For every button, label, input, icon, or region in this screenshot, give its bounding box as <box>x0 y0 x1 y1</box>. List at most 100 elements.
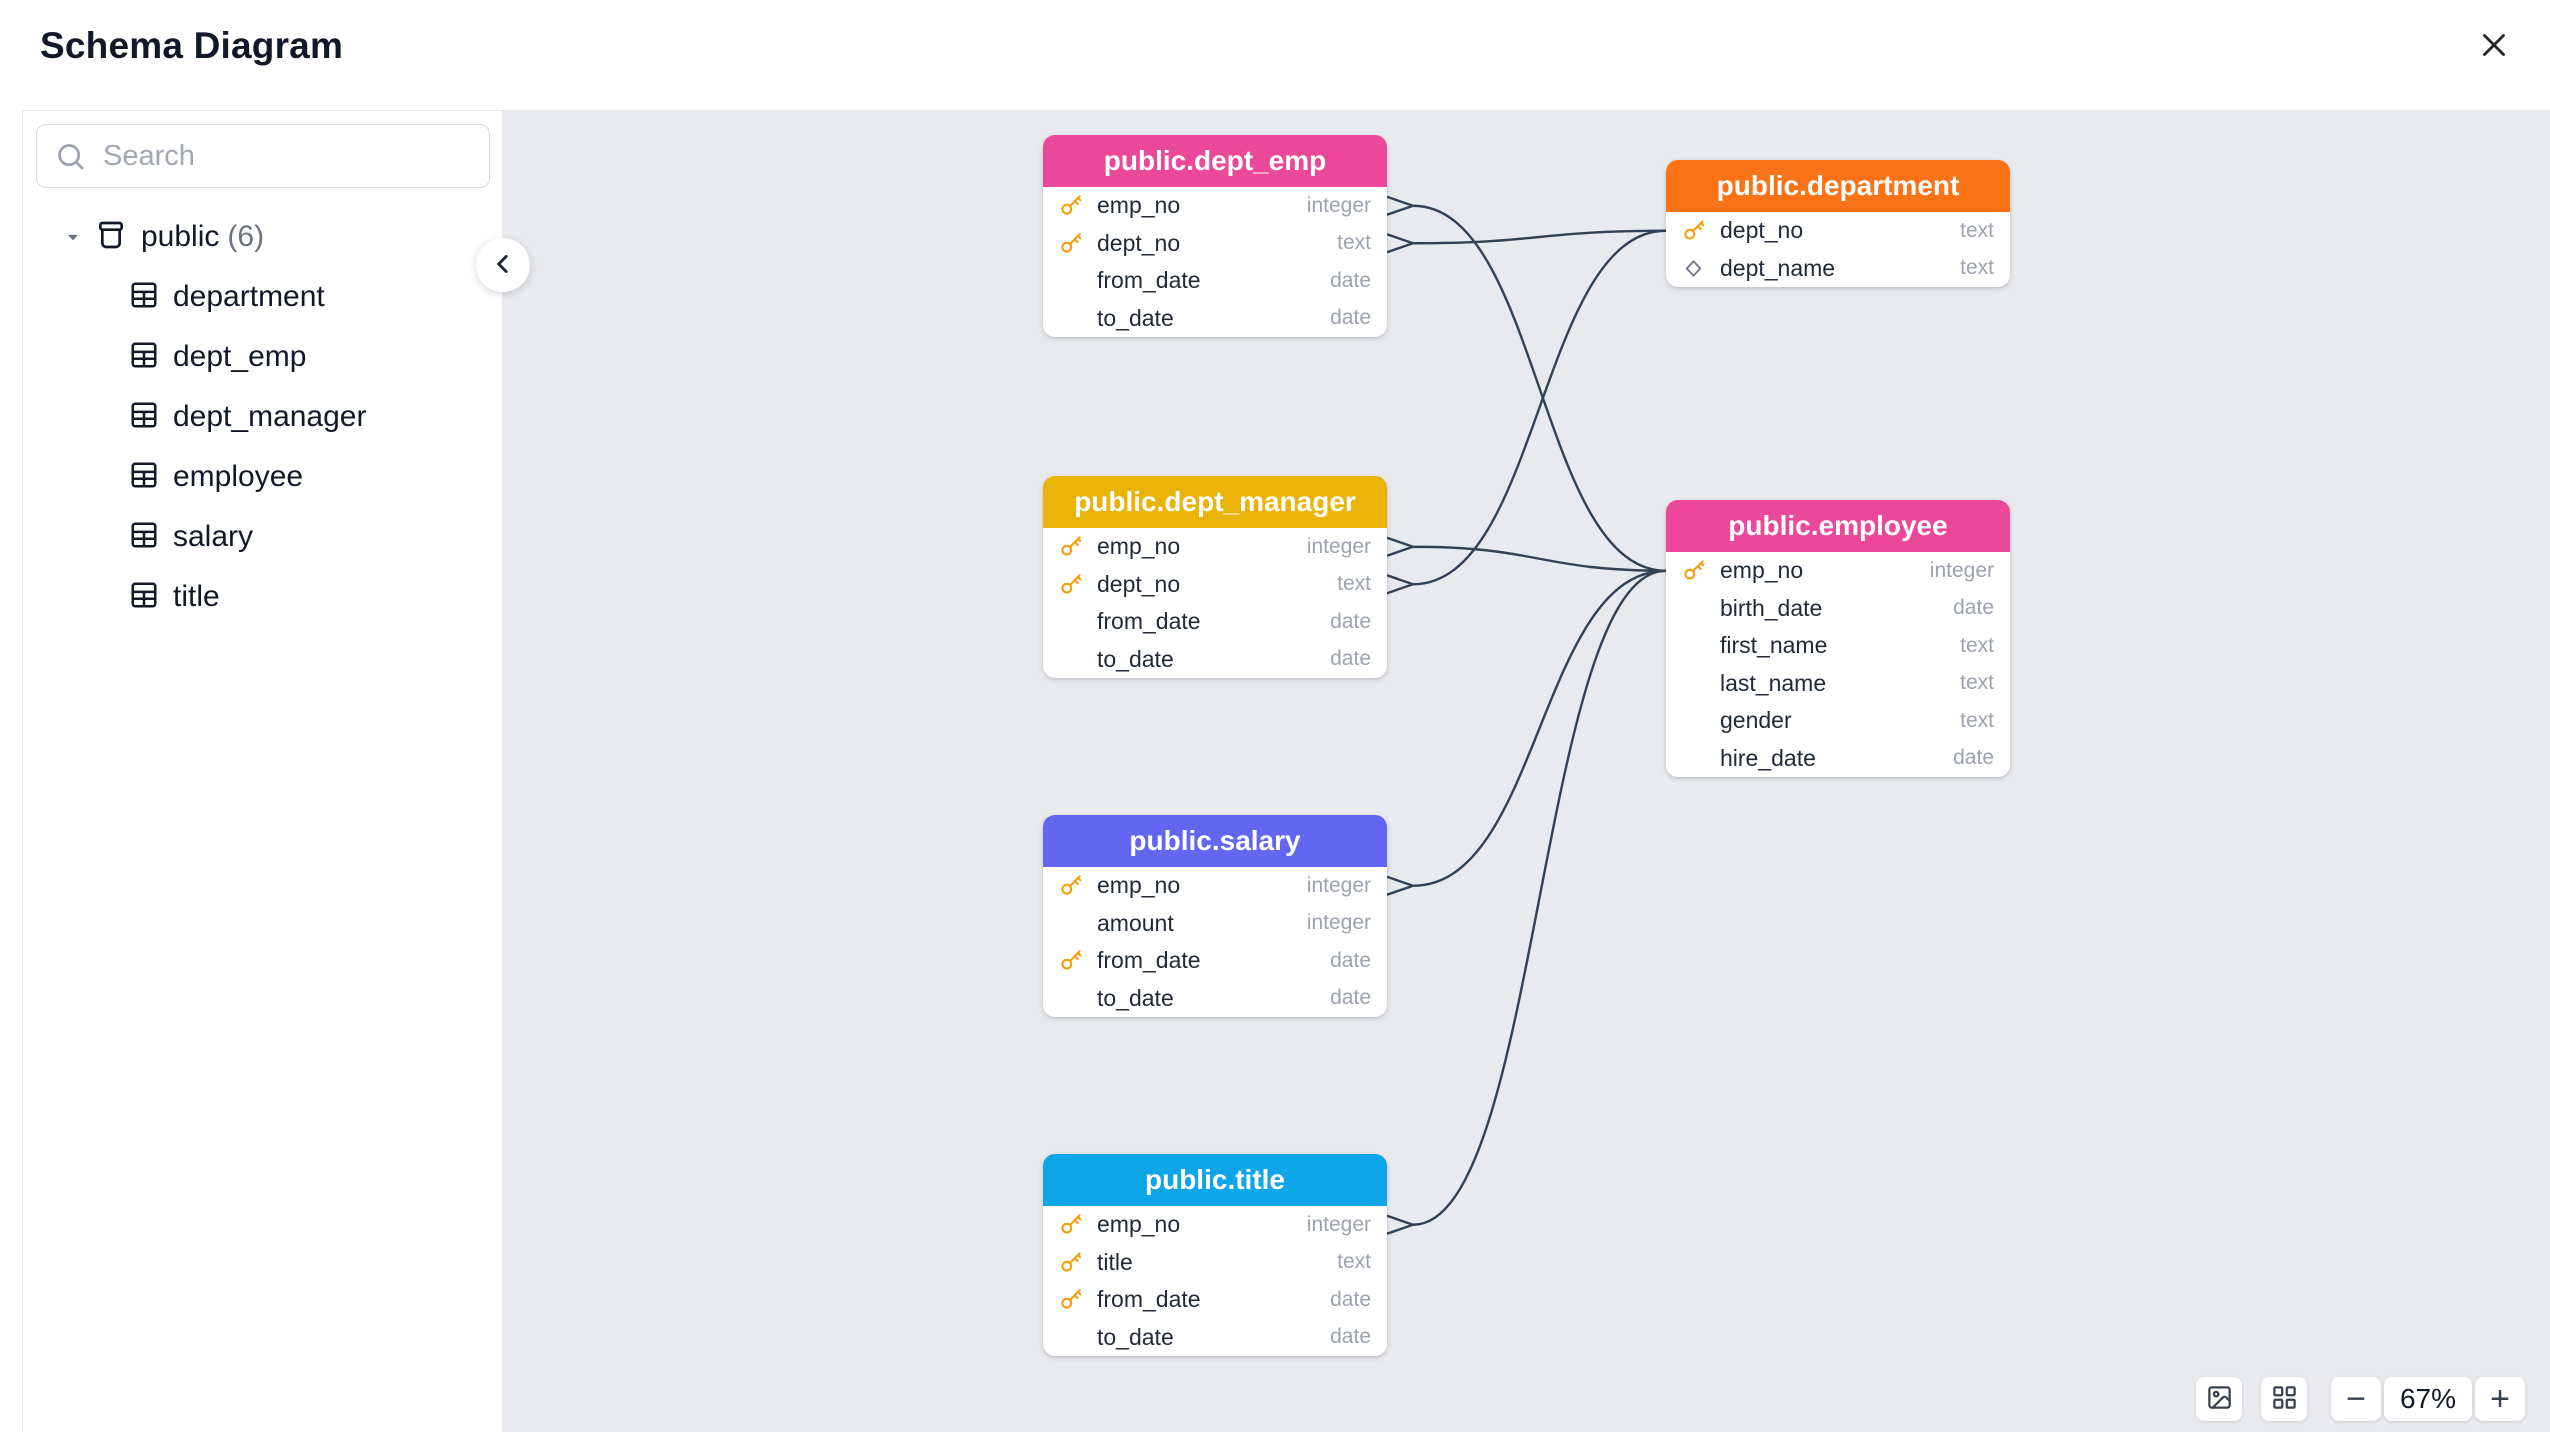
field-name: emp_no <box>1720 557 1804 584</box>
field-icon-empty <box>1059 646 1089 672</box>
field-type: date <box>1953 596 1994 620</box>
field-icon-empty <box>1682 708 1712 734</box>
field-type: integer <box>1306 1212 1371 1236</box>
field-icon-empty <box>1682 745 1712 771</box>
table-icon <box>129 340 159 375</box>
schema-icon <box>95 219 127 256</box>
key-icon <box>1059 571 1089 597</box>
search-icon <box>54 140 87 178</box>
sidebar-item-label: dept_emp <box>173 340 307 373</box>
field-type: date <box>1330 609 1371 633</box>
field-row-dept_manager-to_date[interactable]: to_date date <box>1043 641 1387 679</box>
minus-icon: − <box>2346 1380 2366 1418</box>
field-type: integer <box>1306 193 1371 217</box>
export-image-button[interactable] <box>2196 1377 2242 1421</box>
table-icon <box>129 580 159 615</box>
field-name: emp_no <box>1097 1211 1181 1238</box>
close-button[interactable] <box>2466 18 2522 74</box>
field-type: date <box>1330 306 1371 330</box>
field-type: date <box>1953 746 1994 770</box>
sidebar-item-employee[interactable]: employee <box>23 447 502 507</box>
sidebar-item-label: employee <box>173 460 304 493</box>
field-row-title-emp_no[interactable]: emp_no integer <box>1043 1206 1387 1244</box>
table-node-title[interactable]: public.dept_manager <box>1043 476 1387 528</box>
plus-icon: + <box>2490 1380 2510 1418</box>
key-icon <box>1059 1212 1089 1238</box>
field-type: date <box>1330 647 1371 671</box>
field-icon-empty <box>1682 670 1712 696</box>
field-row-dept_emp-emp_no[interactable]: emp_no integer <box>1043 187 1387 225</box>
table-node-title[interactable]: public.department <box>1666 160 2010 212</box>
table-node-title[interactable]: public.dept_emp <box>1043 135 1387 187</box>
image-icon <box>2206 1384 2233 1414</box>
field-name: to_date <box>1097 645 1174 672</box>
schema-tree: public (6) department dept_emp dept_manage… <box>23 207 502 627</box>
field-name: emp_no <box>1097 192 1181 219</box>
sidebar-item-salary[interactable]: salary <box>23 507 502 567</box>
table-node-title[interactable]: public.title <box>1043 1154 1387 1206</box>
caret-down-icon[interactable] <box>63 227 83 247</box>
field-icon-empty <box>1682 595 1712 621</box>
key-icon <box>1682 218 1712 244</box>
field-name: from_date <box>1097 267 1201 294</box>
sidebar-item-label: title <box>173 580 220 613</box>
close-icon <box>2475 26 2513 67</box>
sidebar-item-department[interactable]: department <box>23 267 502 327</box>
search-input[interactable] <box>36 124 490 188</box>
sidebar-item-dept_manager[interactable]: dept_manager <box>23 387 502 447</box>
table-node-title[interactable]: public.salary <box>1043 815 1387 867</box>
zoom-in-button[interactable]: + <box>2475 1377 2525 1421</box>
sidebar-item-label: salary <box>173 520 254 553</box>
field-name: hire_date <box>1720 744 1816 771</box>
field-name: to_date <box>1097 1323 1174 1350</box>
field-icon-empty <box>1059 305 1089 331</box>
sidebar-item-title[interactable]: title <box>23 567 502 627</box>
key-icon <box>1059 948 1089 974</box>
field-name: dept_name <box>1720 254 1836 281</box>
field-type: text <box>1337 231 1371 255</box>
sidebar-item-dept_emp[interactable]: dept_emp <box>23 327 502 387</box>
diamond-icon <box>1682 255 1712 281</box>
tree-schema-public[interactable]: public (6) <box>23 207 502 267</box>
sidebar-collapse-button[interactable] <box>476 238 530 292</box>
field-type: text <box>1960 671 1994 695</box>
field-row-dept_emp-to_date[interactable]: to_date date <box>1043 300 1387 338</box>
zoom-out-button[interactable]: − <box>2331 1377 2381 1421</box>
key-icon <box>1059 534 1089 560</box>
field-name: to_date <box>1097 304 1174 331</box>
field-type: integer <box>1306 873 1371 897</box>
field-icon-empty <box>1059 268 1089 294</box>
field-name: first_name <box>1720 632 1828 659</box>
field-row-employee-hire_date[interactable]: hire_date date <box>1666 740 2010 778</box>
auto-layout-button[interactable] <box>2261 1377 2307 1421</box>
field-name: to_date <box>1097 984 1174 1011</box>
sidebar-item-label: department <box>173 280 325 313</box>
table-node-title[interactable]: public.employee <box>1666 500 2010 552</box>
zoom-control: − 67% + <box>2331 1377 2525 1421</box>
